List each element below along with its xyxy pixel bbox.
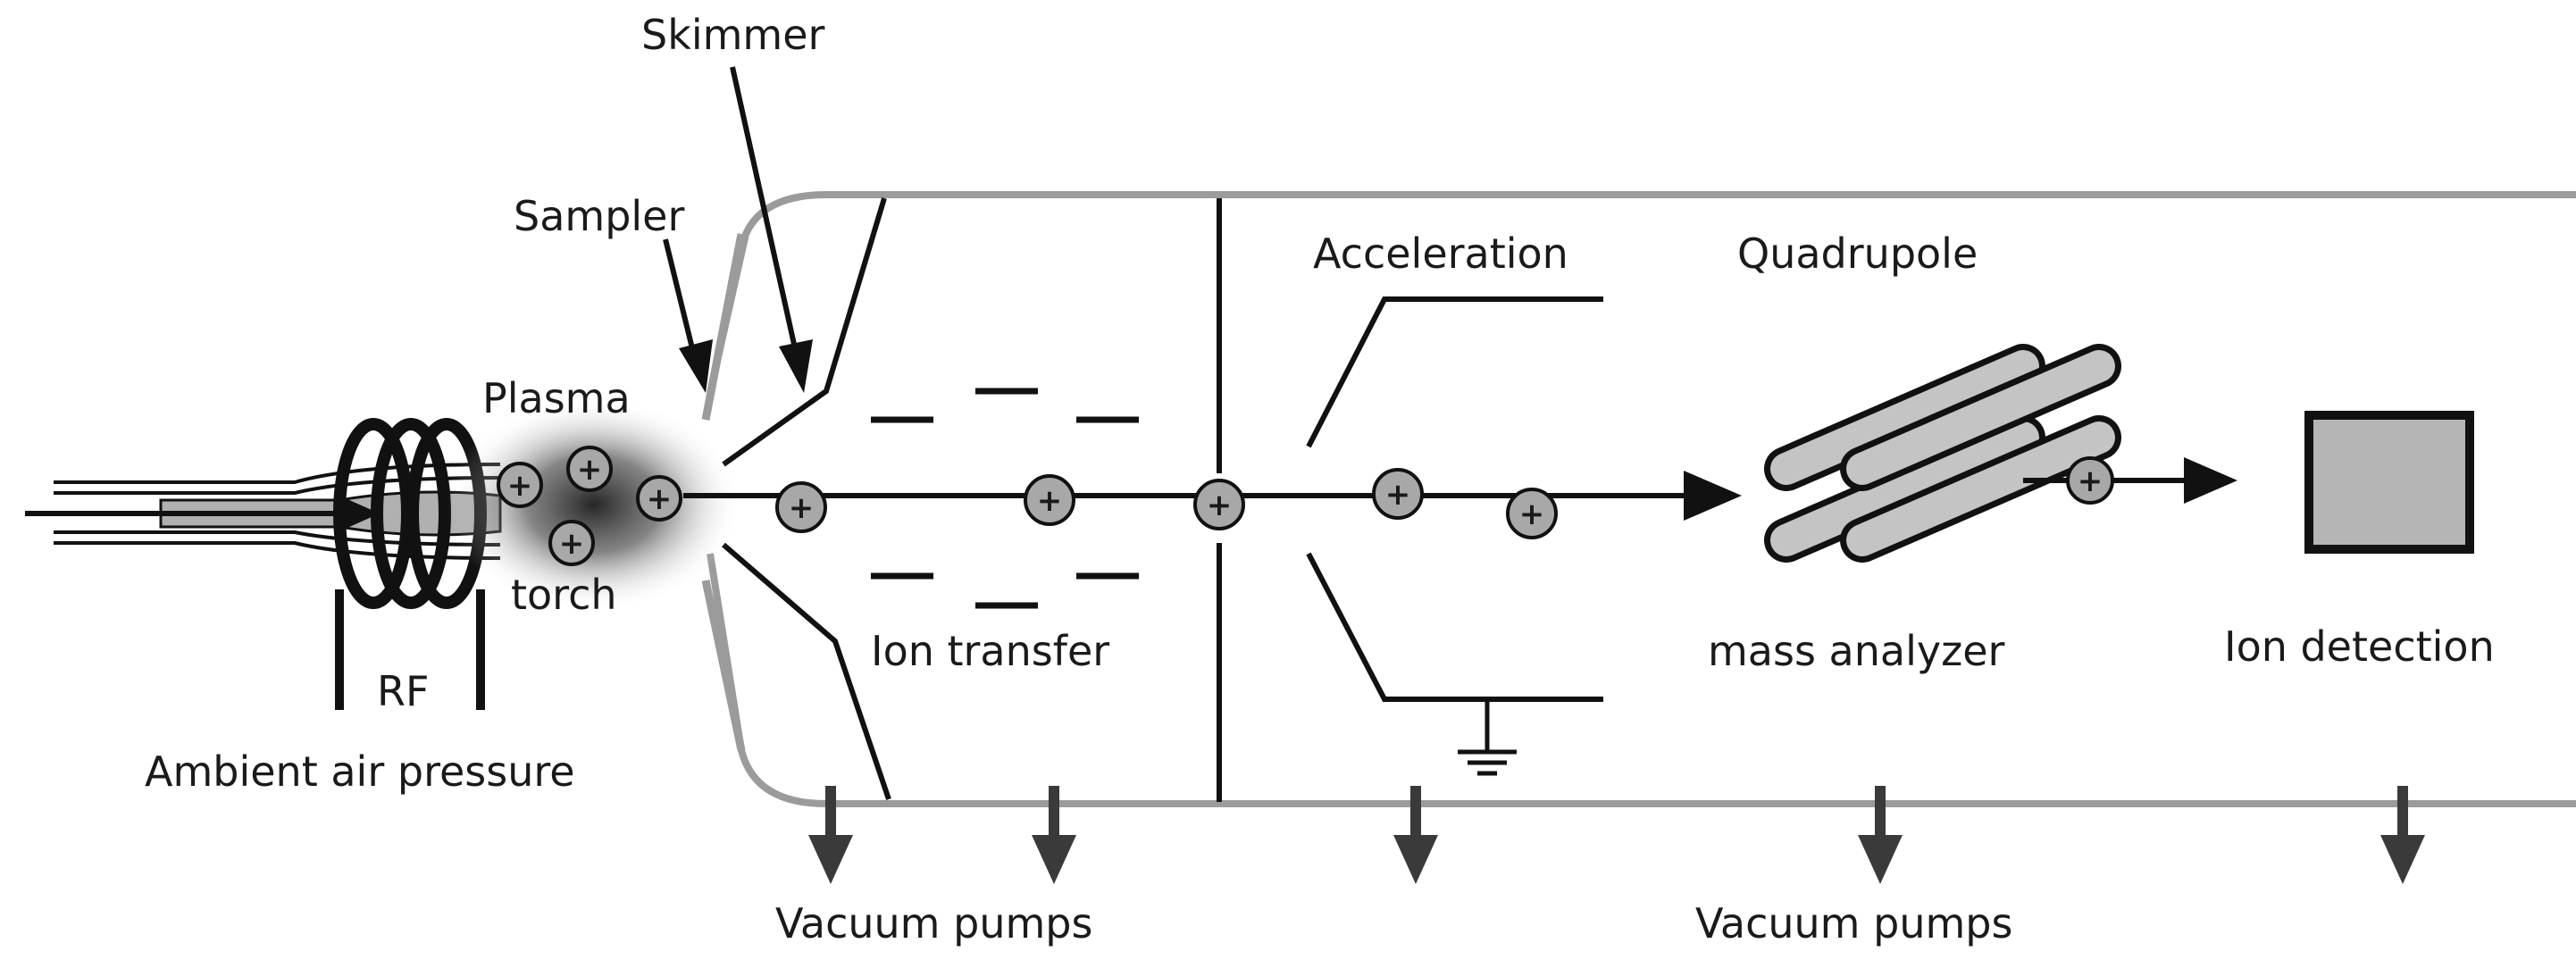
svg-text:+: + [647,481,673,517]
labels: Skimmer Sampler Plasma torch RF Ambient … [145,11,2495,947]
chamber-bottom-wall [707,553,2576,807]
label-mass-analyzer: mass analyzer [1708,627,2005,675]
down-arrow-icon [1393,786,1438,884]
down-arrow-icon [1032,786,1076,884]
svg-text:+: + [2078,463,2103,499]
quadrupole-rod [1840,415,2121,563]
ions: + + + + + + + + + [497,446,1558,566]
label-sampler: Sampler [514,192,684,240]
ion: + [775,481,827,533]
label-vacuum-pumps-2: Vacuum pumps [1695,899,2012,947]
sampler-cone [701,233,746,751]
ion-transfer-lenses [871,388,1139,609]
chamber-top-wall [707,191,2576,394]
svg-text:+: + [789,490,815,526]
ion: + [636,475,682,522]
label-torch: torch [511,571,617,619]
svg-text:+: + [507,468,533,504]
label-ion-transfer: Ion transfer [871,627,1109,675]
quadrupole-rod [1840,344,2121,491]
label-ion-detection: Ion detection [2224,622,2495,671]
label-quadrupole: Quadrupole [1737,230,1978,278]
ion: + [1024,474,1075,526]
label-acceleration: Acceleration [1313,230,1568,278]
ion: + [497,462,543,508]
callout-arrows [663,66,813,393]
quadrupole-rod [1764,344,2045,491]
svg-text:+: + [577,452,603,488]
ion-detector [2304,411,2474,554]
label-vacuum-pumps-1: Vacuum pumps [775,899,1092,947]
label-skimmer: Skimmer [641,11,825,59]
sampler-pointer [663,238,713,393]
label-plasma: Plasma [482,374,631,422]
ion: + [566,446,613,492]
svg-text:+: + [1207,488,1233,523]
ion: + [1506,488,1558,539]
exit-beam: + [2023,456,2237,505]
skimmer-cone [722,197,891,800]
down-arrow-icon [808,786,853,884]
rf-coil [333,418,487,710]
vacuum-pump-arrows [808,786,2425,884]
quadrupole-rods [1764,344,2121,563]
ion: + [1372,468,1424,520]
label-ambient-air-pressure: Ambient air pressure [145,747,575,796]
acceleration-plates [1306,296,1603,702]
label-rf: RF [377,667,429,715]
svg-text:+: + [1519,497,1545,532]
quadrupole-rod [1764,415,2045,563]
svg-text:+: + [559,526,585,562]
down-arrow-icon [1858,786,1903,884]
plasma-glow [447,397,741,612]
svg-text:+: + [1385,477,1411,513]
ground-icon [1458,699,1517,776]
svg-text:+: + [1037,483,1063,519]
ion: + [1193,479,1245,530]
down-arrow-icon [2380,786,2425,884]
skimmer-pointer [730,66,813,393]
sample-flow-arrow [25,496,380,531]
ion: + [548,520,595,566]
vacuum-chamber [707,191,2576,807]
